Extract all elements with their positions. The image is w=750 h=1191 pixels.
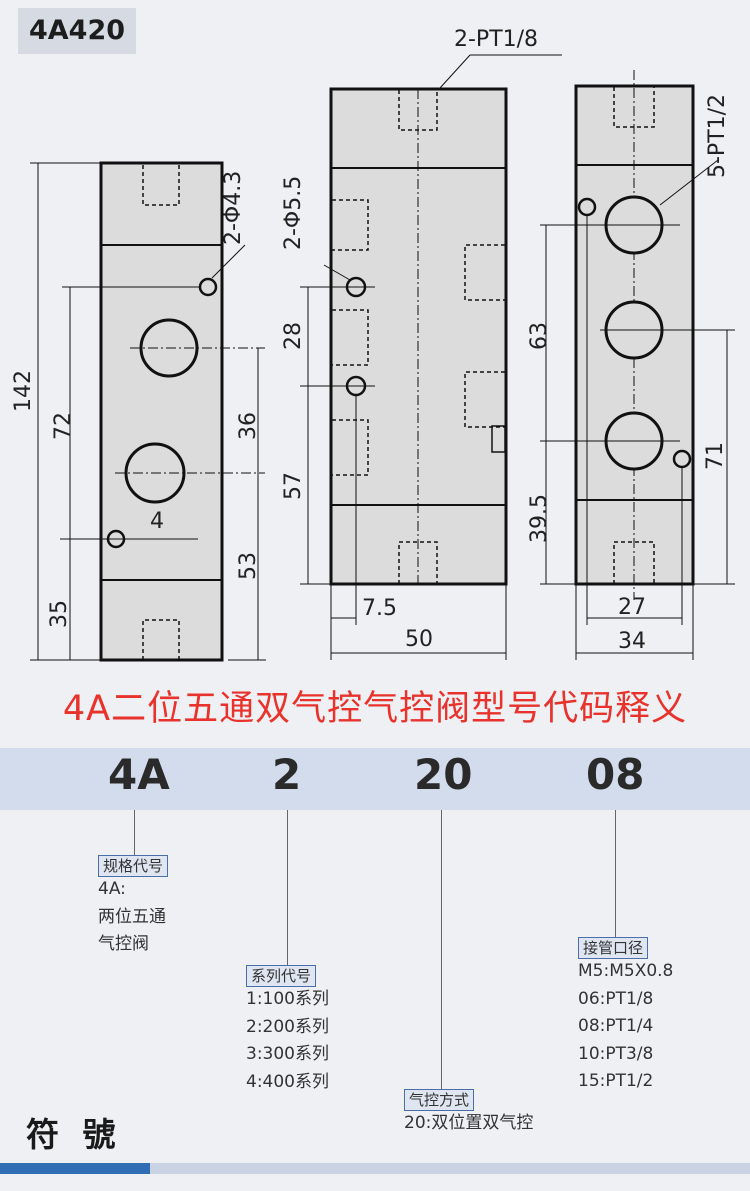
- dim-63: 63: [527, 322, 552, 350]
- desc-line: 气控阀: [98, 934, 149, 954]
- bottom-bar-accent: [0, 1163, 150, 1174]
- leader-control: [441, 810, 442, 1090]
- dim-4: 4: [150, 509, 164, 534]
- tag-control: 气控方式: [404, 1089, 475, 1111]
- right-view: [540, 70, 735, 660]
- dim-34: 34: [618, 629, 646, 654]
- tag-spec: 规格代号: [98, 855, 169, 877]
- desc-line: 3:300系列: [246, 1044, 329, 1064]
- desc-line: 08:PT1/4: [578, 1016, 654, 1036]
- leader-series: [287, 810, 288, 966]
- tag-series: 系列代号: [246, 965, 317, 987]
- symbol-title: 符 號: [26, 1115, 122, 1154]
- dim-4-3-holes: 2-Φ4.3: [221, 171, 246, 245]
- dim-71: 71: [703, 442, 728, 470]
- dim-pt18: 2-PT1/8: [454, 27, 538, 52]
- desc-spec: 4A: 两位五通 气控阀: [98, 876, 166, 959]
- dim-142: 142: [11, 370, 36, 412]
- leader-port: [615, 810, 616, 938]
- desc-line: 15:PT1/2: [578, 1071, 654, 1091]
- model-badge: 4A420: [18, 8, 136, 54]
- desc-line: 2:200系列: [246, 1016, 329, 1037]
- dim-53: 53: [236, 552, 261, 580]
- left-view: [30, 161, 266, 662]
- desc-line: 10:PT3/8: [578, 1043, 654, 1064]
- code-segment-control: 20: [414, 750, 473, 799]
- leader-spec: [134, 810, 135, 856]
- dim-7-5: 7.5: [362, 596, 397, 621]
- dim-5-5-holes: 2-Φ5.5: [281, 176, 306, 250]
- code-segment-series: 2: [272, 750, 302, 799]
- dim-28: 28: [281, 322, 306, 350]
- dim-36: 36: [236, 412, 261, 440]
- bottom-bar: [0, 1163, 750, 1174]
- code-title: 4A二位五通双气控气控阀型号代码释义: [62, 689, 688, 729]
- desc-series: 1:100系列 2:200系列 3:300系列 4:400系列: [246, 986, 329, 1096]
- dim-50: 50: [405, 627, 433, 652]
- dim-pt12: 5-PT1/2: [705, 94, 730, 178]
- dim-72: 72: [51, 412, 76, 440]
- desc-line: 4A:: [98, 879, 126, 899]
- tag-port: 接管口径: [578, 937, 649, 959]
- dim-57: 57: [281, 472, 306, 500]
- desc-control: 20:双位置双气控: [404, 1110, 533, 1138]
- desc-line: 4:400系列: [246, 1071, 329, 1092]
- dim-39-5: 39.5: [527, 494, 552, 543]
- dim-35: 35: [47, 600, 72, 628]
- desc-line: 1:100系列: [246, 989, 329, 1009]
- code-segment-port: 08: [586, 750, 645, 799]
- technical-drawing: 4 2-Φ4.3 142 72 36 53 35 2-PT1/8 2-Φ5.5 …: [11, 27, 735, 662]
- desc-line: M5:M5X0.8: [578, 961, 674, 981]
- desc-line: 20:双位置双气控: [404, 1113, 534, 1133]
- code-segment-spec: 4A: [108, 750, 170, 799]
- middle-view: [300, 54, 562, 660]
- dim-27: 27: [618, 595, 646, 620]
- code-band: [0, 748, 750, 810]
- desc-line: 06:PT1/8: [578, 988, 654, 1009]
- desc-port: M5:M5X0.8 06:PT1/8 08:PT1/4 10:PT3/8 15:…: [578, 958, 673, 1096]
- desc-line: 两位五通: [98, 906, 166, 927]
